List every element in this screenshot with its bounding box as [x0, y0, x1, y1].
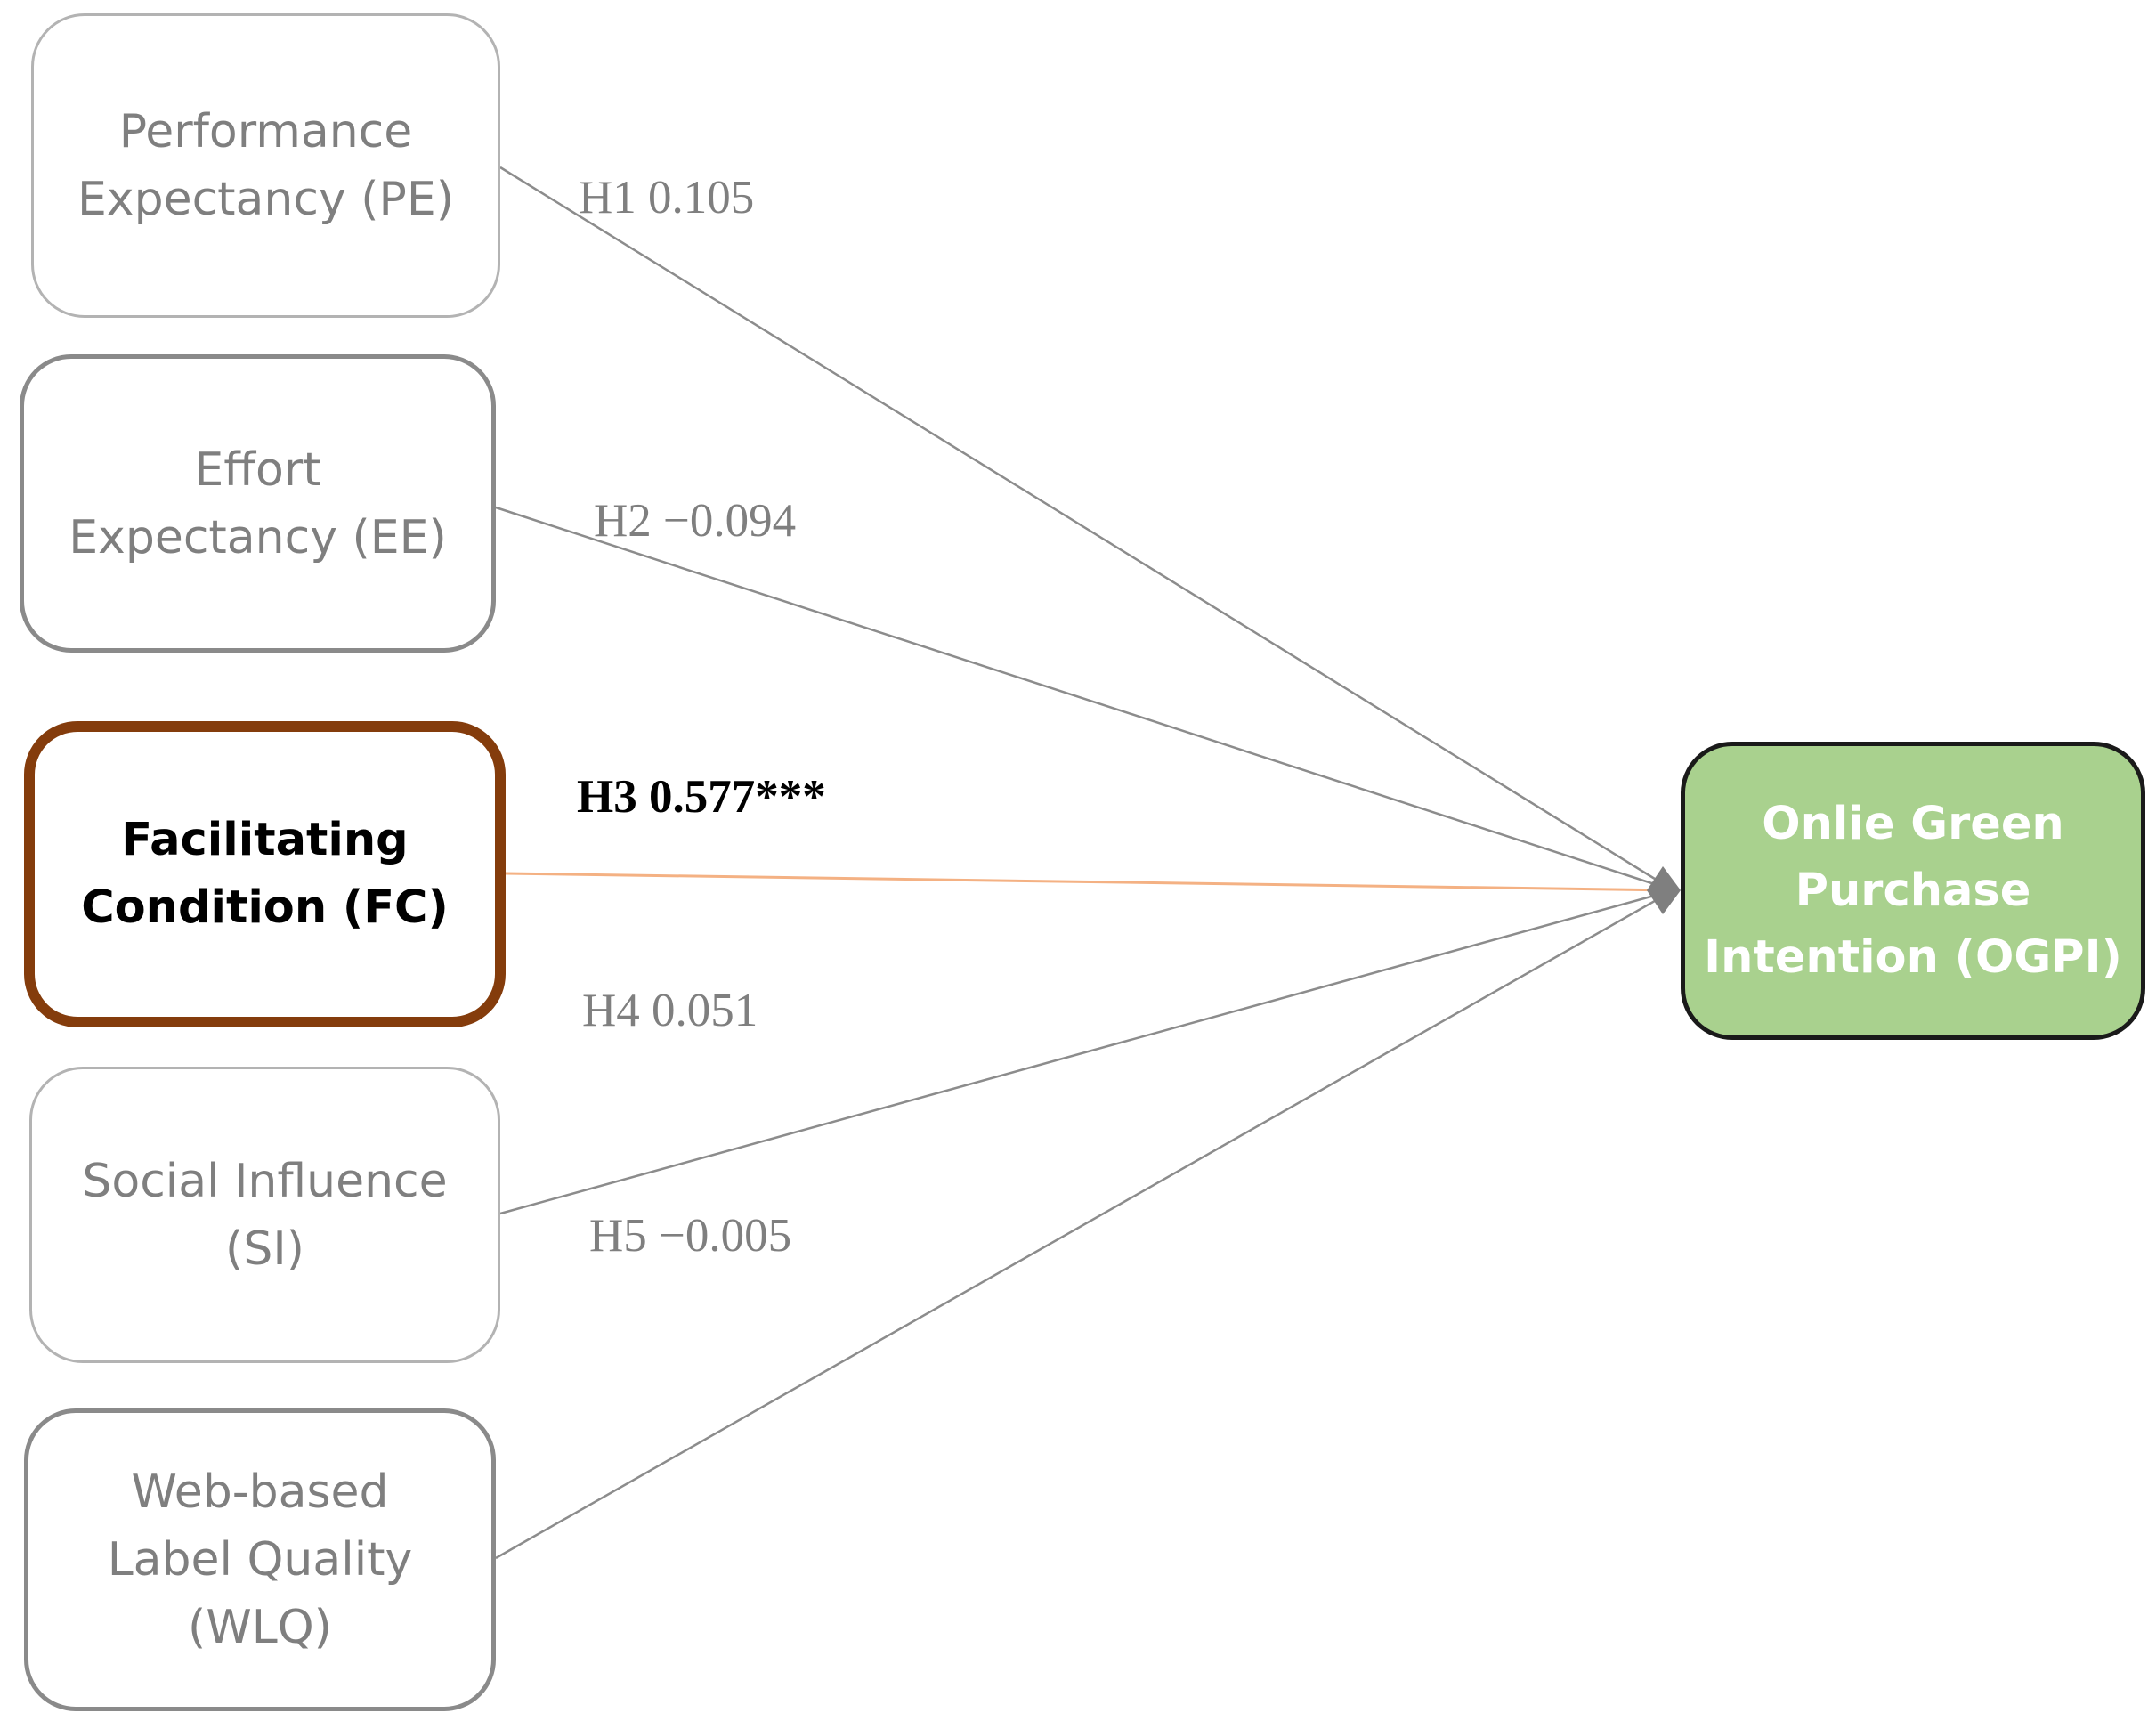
path-h5-line [495, 889, 1674, 1560]
node-social-influence: Social Influence (SI) [29, 1067, 500, 1363]
path-h1-label: H1 0.105 [579, 172, 755, 223]
path-h2-label: H2 −0.094 [594, 495, 797, 547]
node-web-based-label-quality: Web-based Label Quality (WLQ) [24, 1408, 496, 1711]
node-wlq-line-2: Label Quality [107, 1533, 413, 1587]
path-h3-label: H3 0.577*** [577, 771, 826, 823]
path-h1-line [499, 166, 1674, 892]
path-h4-label: H4 0.051 [582, 985, 758, 1036]
node-fc-line-1: Facilitating [121, 814, 409, 866]
node-pe-line-2: Expectancy (PE) [77, 173, 455, 226]
node-wlq-line-3: (WLQ) [188, 1601, 332, 1654]
arrowhead-icon [1647, 866, 1681, 914]
node-si-line-2: (SI) [225, 1222, 304, 1276]
node-pe-line-1: Performance [118, 105, 413, 158]
node-facilitating-condition: Facilitating Condition (FC) [24, 721, 506, 1027]
node-ogpi-line-3: Intention (OGPI) [1704, 931, 2122, 984]
node-fc-line-2: Condition (FC) [81, 881, 449, 934]
path-h5-label: H5 −0.005 [589, 1210, 792, 1262]
path-h3-line [505, 872, 1674, 892]
node-ogpi-line-1: Onlie Green [1762, 798, 2064, 850]
node-performance-expectancy: Performance Expectancy (PE) [31, 13, 500, 318]
node-wlq-line-1: Web-based [131, 1465, 389, 1519]
path-h2-line [495, 506, 1674, 892]
path-h4-line [499, 889, 1674, 1215]
node-si-line-1: Social Influence [82, 1154, 448, 1208]
node-ogpi-line-2: Purchase [1795, 865, 2031, 917]
node-effort-expectancy: Effort Expectancy (EE) [20, 354, 496, 653]
node-ee-line-2: Expectancy (EE) [69, 510, 447, 564]
node-online-green-purchase-intention: Onlie Green Purchase Intention (OGPI) [1681, 742, 2145, 1040]
node-ee-line-1: Effort [194, 442, 321, 497]
